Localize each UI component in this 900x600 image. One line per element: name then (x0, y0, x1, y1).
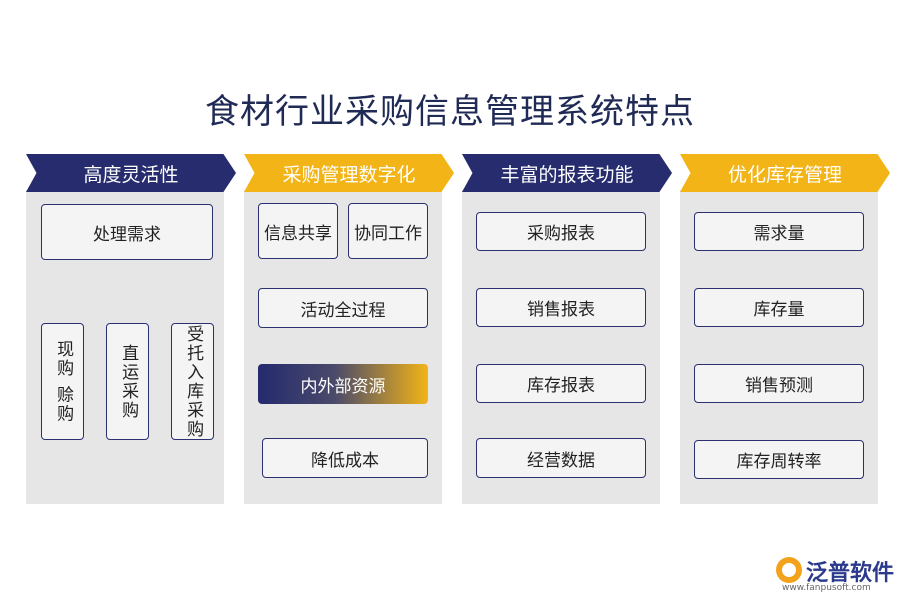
item-direct-ship-purchase: 直运采购 (106, 323, 149, 440)
item-sales-forecast: 销售预测 (694, 364, 864, 403)
header-reports: 丰富的报表功能 (462, 154, 672, 192)
item-consignment-purchase: 受托入库采购 (171, 323, 214, 440)
item-sales-report: 销售报表 (476, 288, 646, 327)
item-collaboration: 协同工作 (348, 203, 428, 259)
item-demand-quantity: 需求量 (694, 212, 864, 251)
logo-name: 泛普软件 (806, 561, 895, 586)
header-flexibility: 高度灵活性 (26, 154, 236, 192)
item-inventory-turnover: 库存周转率 (694, 440, 864, 479)
logo-url: www.fanpusoft.com (782, 583, 871, 593)
item-reduce-cost: 降低成本 (262, 438, 428, 478)
item-process-demand: 处理需求 (41, 204, 213, 260)
page-title: 食材行业采购信息管理系统特点 (205, 92, 695, 132)
item-stock-quantity: 库存量 (694, 288, 864, 327)
item-purchase-report: 采购报表 (476, 212, 646, 251)
item-cash-credit-purchase: 现购 赊购 (41, 323, 84, 440)
header-digitalization: 采购管理数字化 (244, 154, 454, 192)
item-info-sharing: 信息共享 (258, 203, 338, 259)
item-business-data: 经营数据 (476, 438, 646, 478)
item-internal-external-resources: 内外部资源 (258, 364, 428, 404)
item-whole-process: 活动全过程 (258, 288, 428, 328)
header-inventory: 优化库存管理 (680, 154, 890, 192)
logo-mark-icon (776, 557, 802, 583)
item-inventory-report: 库存报表 (476, 364, 646, 403)
brand-logo: 泛普软件 www.fanpusoft.com (776, 553, 894, 597)
